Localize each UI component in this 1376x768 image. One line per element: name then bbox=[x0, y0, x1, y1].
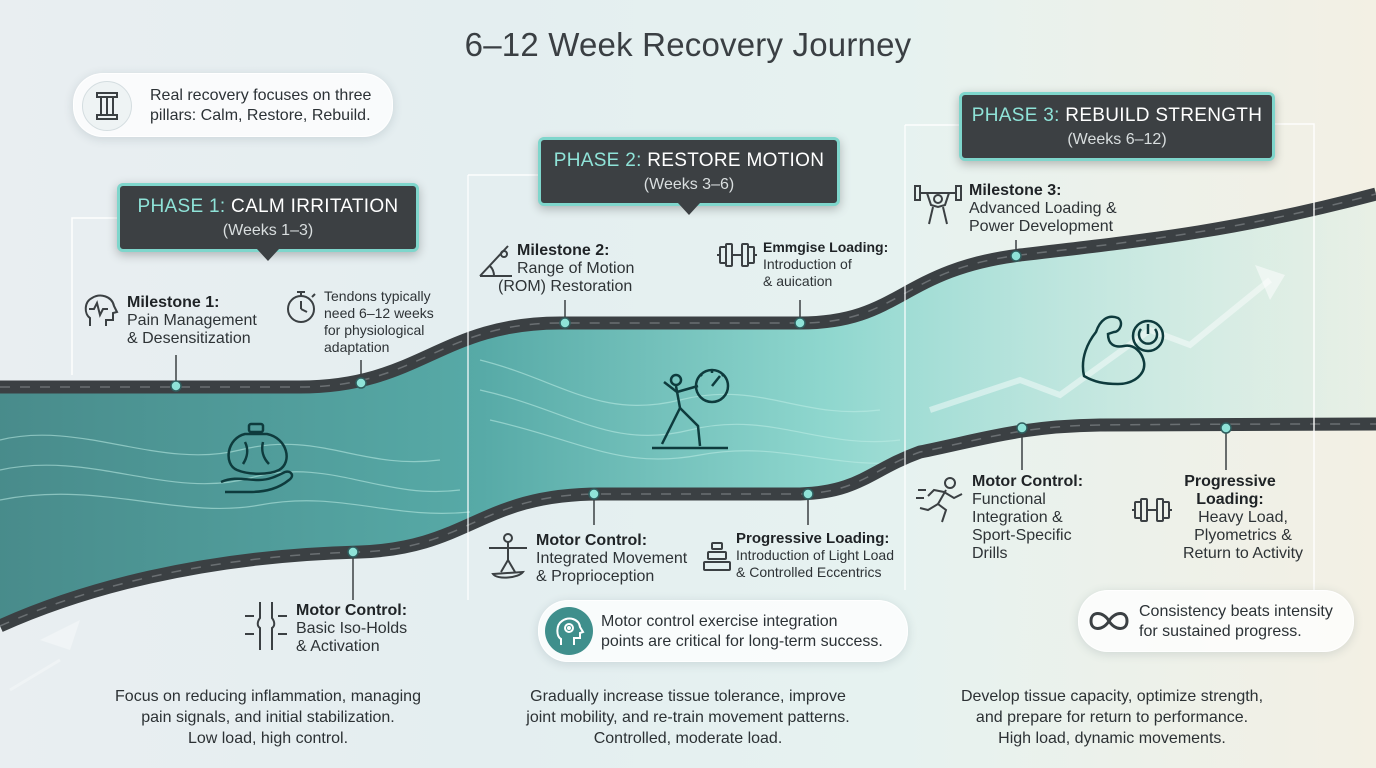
motor-control-note-line1: Motor control exercise integration bbox=[601, 613, 838, 630]
progressive-loading-2-line1: Introduction of Light Load bbox=[736, 547, 895, 563]
flexed-arm-power-icon bbox=[1074, 298, 1170, 395]
phase-2-description: Gradually increase tissue tolerance, imp… bbox=[496, 686, 880, 749]
ice-pack-hand-icon bbox=[215, 420, 305, 505]
milestone-1-label: Milestone 1: Pain Management & Desensiti… bbox=[127, 294, 257, 348]
progressive-loading-2-label: Progressive Loading: Introduction of Lig… bbox=[736, 530, 894, 581]
intro-note: Real recovery focuses on three pillars: … bbox=[73, 73, 393, 137]
emmgise-loading-label: Emmgise Loading: Introduction of & auica… bbox=[763, 239, 888, 290]
phase-1-description: Focus on reducing inflammation, managing… bbox=[78, 686, 458, 749]
intro-note-line1: Real recovery focuses on three bbox=[150, 87, 372, 104]
phase-1-weeks: (Weeks 1–3) bbox=[222, 222, 314, 239]
knee-joint-icon bbox=[243, 600, 289, 657]
milestone-3-title: Milestone 3: bbox=[969, 182, 1062, 199]
progressive-loading-3-line1: Heavy Load, bbox=[1198, 509, 1288, 526]
infinity-icon bbox=[1085, 597, 1133, 645]
phase-1-name: CALM IRRITATION bbox=[231, 196, 399, 217]
weight-stack-icon bbox=[702, 540, 732, 579]
motor-control-2-line2: & Proprioception bbox=[536, 568, 655, 585]
tendon-note-line4: adaptation bbox=[324, 339, 390, 355]
progressive-loading-3-line3: Return to Activity bbox=[1182, 545, 1304, 562]
motor-control-note: Motor control exercise integration point… bbox=[538, 600, 908, 662]
milestone-1-line2: & Desensitization bbox=[127, 330, 251, 347]
progressive-loading-3-label: Progressive Loading: Heavy Load, Plyomet… bbox=[1150, 473, 1310, 563]
motor-control-1-line2: & Activation bbox=[296, 638, 380, 655]
progressive-loading-3-line2: Plyometrics & bbox=[1194, 527, 1292, 544]
emmgise-loading-line1: Introduction of bbox=[763, 256, 852, 272]
phase-2-name: RESTORE MOTION bbox=[647, 150, 825, 171]
progressive-loading-2-title: Progressive Loading: bbox=[736, 530, 890, 547]
consistency-note: Consistency beats intensity for sustaine… bbox=[1078, 590, 1354, 652]
phase-3-description-line3: High load, dynamic movements. bbox=[998, 730, 1226, 747]
motor-control-2-title: Motor Control: bbox=[536, 532, 648, 549]
emmgise-loading-title: Emmgise Loading: bbox=[763, 239, 889, 255]
page-title: 6–12 Week Recovery Journey bbox=[464, 26, 912, 63]
stopwatch-icon bbox=[283, 288, 319, 331]
phase-2-header: PHASE 2: RESTORE MOTION (Weeks 3–6) bbox=[538, 137, 840, 215]
phase-2-weeks: (Weeks 3–6) bbox=[643, 176, 735, 193]
phase-3-weeks: (Weeks 6–12) bbox=[1067, 131, 1167, 148]
tendon-note-label: Tendons typically need 6–12 weeks for ph… bbox=[324, 288, 434, 356]
phase-3-description-line1: Develop tissue capacity, optimize streng… bbox=[960, 688, 1264, 705]
milestone-3-label: Milestone 3: Advanced Loading & Power De… bbox=[969, 182, 1117, 236]
balance-board-icon bbox=[487, 532, 529, 589]
consistency-note-line2: for sustained progress. bbox=[1139, 623, 1302, 640]
pillar-icon bbox=[82, 81, 132, 131]
range-of-motion-icon bbox=[476, 240, 516, 285]
phase-1-description-line1: Focus on reducing inflammation, managing bbox=[115, 688, 421, 705]
phase-3-number: PHASE 3: bbox=[971, 105, 1060, 126]
motor-control-2-line1: Integrated Movement bbox=[536, 550, 688, 567]
milestone-2-label: Milestone 2: Range of Motion (ROM) Resto… bbox=[498, 242, 634, 296]
runner-icon bbox=[916, 476, 968, 529]
phase-2-description-line1: Gradually increase tissue tolerance, imp… bbox=[530, 688, 846, 705]
phase-2-number: PHASE 2: bbox=[553, 150, 642, 171]
tendon-note-line1: Tendons typically bbox=[324, 288, 431, 304]
milestone-2-line2: (ROM) Restoration bbox=[498, 278, 633, 295]
tendon-note-line2: need 6–12 weeks bbox=[324, 305, 434, 321]
milestone-2-title: Milestone 2: bbox=[517, 242, 610, 259]
dumbbell-icon bbox=[1131, 497, 1173, 528]
motor-control-2-label: Motor Control: Integrated Movement & Pro… bbox=[536, 532, 687, 586]
milestone-3-line1: Advanced Loading & bbox=[969, 200, 1117, 217]
phase-1-description-line2: pain signals, and initial stabilization. bbox=[141, 709, 395, 726]
motor-control-3-line1: Functional bbox=[972, 491, 1046, 508]
phase-3-header: PHASE 3: REBUILD STRENGTH (Weeks 6–12) bbox=[959, 92, 1275, 161]
head-gears-icon bbox=[545, 607, 593, 655]
motor-control-3-label: Motor Control: Functional Integration & … bbox=[972, 473, 1083, 563]
tendon-note-line3: for physiological bbox=[324, 322, 425, 338]
dumbbell-icon bbox=[716, 242, 758, 273]
motor-control-1-title: Motor Control: bbox=[296, 602, 408, 619]
phase-1-description-line3: Low load, high control. bbox=[187, 730, 349, 747]
motor-control-note-line2: points are critical for long-term succes… bbox=[601, 633, 883, 650]
milestone-1-title: Milestone 1: bbox=[127, 294, 220, 311]
phase-3-description-line2: and prepare for return to performance. bbox=[975, 709, 1249, 726]
phase-3-name: REBUILD STRENGTH bbox=[1065, 105, 1263, 126]
motor-control-1-label: Motor Control: Basic Iso-Holds & Activat… bbox=[296, 602, 407, 656]
intro-note-line2: pillars: Calm, Restore, Rebuild. bbox=[150, 107, 371, 124]
motor-control-3-line2: Integration & bbox=[972, 509, 1063, 526]
stretching-figure-gauge-icon bbox=[640, 364, 740, 459]
motor-control-3-title: Motor Control: bbox=[972, 473, 1084, 490]
motor-control-1-line1: Basic Iso-Holds bbox=[296, 620, 408, 637]
milestone-1-line1: Pain Management bbox=[127, 312, 257, 329]
weightlifter-icon bbox=[913, 180, 963, 231]
emmgise-loading-line2: & auication bbox=[763, 273, 833, 289]
brain-pulse-icon bbox=[80, 290, 122, 337]
motor-control-3-line3: Sport-Specific bbox=[972, 527, 1072, 544]
phase-3-description: Develop tissue capacity, optimize streng… bbox=[922, 686, 1302, 749]
phase-1-header: PHASE 1: CALM IRRITATION (Weeks 1–3) bbox=[117, 183, 419, 261]
motor-control-3-line4: Drills bbox=[972, 545, 1008, 562]
milestone-2-line1: Range of Motion bbox=[517, 260, 635, 277]
milestone-3-line2: Power Development bbox=[969, 218, 1114, 235]
phase-2-description-line2: joint mobility, and re-train movement pa… bbox=[526, 709, 850, 726]
progressive-loading-3-title: Progressive Loading: bbox=[1184, 473, 1276, 508]
phase-1-number: PHASE 1: bbox=[137, 196, 226, 217]
consistency-note-line1: Consistency beats intensity bbox=[1139, 603, 1333, 620]
phase-2-description-line3: Controlled, moderate load. bbox=[593, 730, 783, 747]
progressive-loading-2-line2: & Controlled Eccentrics bbox=[736, 564, 882, 580]
